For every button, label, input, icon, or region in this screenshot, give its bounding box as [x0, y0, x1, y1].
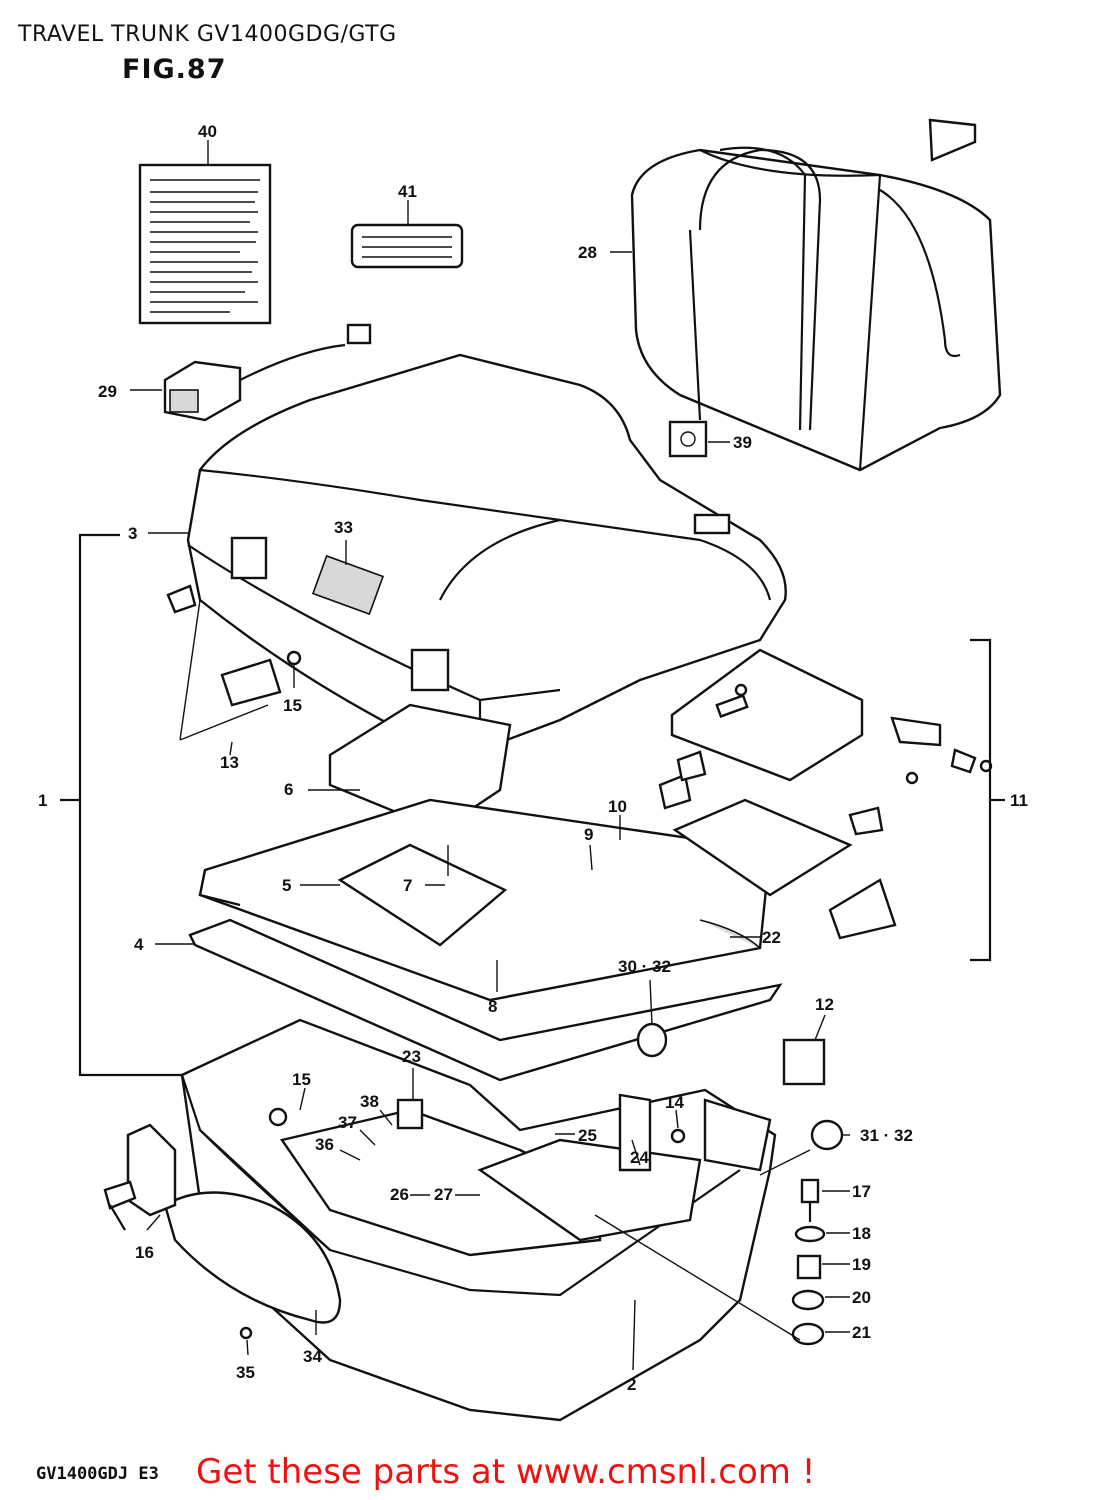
callout-16: 16 [135, 1243, 154, 1262]
callout-36: 36 [315, 1135, 334, 1154]
callout-7: 7 [403, 876, 412, 895]
fastener-stack-parts[interactable] [239, 1022, 844, 1346]
trunk-lid-part[interactable] [186, 353, 787, 752]
callout-25: 25 [578, 1126, 597, 1145]
callout-29: 29 [98, 382, 117, 401]
callout-40: 40 [198, 122, 217, 141]
inner-bag-part[interactable] [610, 118, 1002, 472]
callout-8: 8 [488, 997, 497, 1016]
callout-22: 22 [762, 928, 781, 947]
callout-31-32: 31 · 32 [860, 1126, 913, 1145]
callout-17: 17 [852, 1182, 871, 1201]
callout-28: 28 [578, 243, 597, 262]
inner-panel-parts[interactable] [188, 798, 853, 1082]
callout-6: 6 [284, 780, 293, 799]
callout-numbers: 40 41 28 29 39 3 33 15 13 6 1 11 9 10 5 … [38, 122, 1028, 1394]
callout-27: 27 [434, 1185, 453, 1204]
callout-35: 35 [236, 1363, 255, 1382]
callout-23: 23 [402, 1047, 421, 1066]
lock-part[interactable] [103, 1123, 177, 1231]
figure-label: FIG.87 [122, 54, 227, 85]
callout-37: 37 [338, 1113, 357, 1132]
callout-9: 9 [584, 825, 593, 844]
callout-41: 41 [398, 182, 417, 201]
callout-21: 21 [852, 1323, 871, 1342]
callout-2: 2 [627, 1375, 636, 1394]
callout-30-32: 30 · 32 [618, 957, 671, 976]
hinge-bracket-parts[interactable] [166, 584, 993, 964]
callout-15-bottom: 15 [292, 1070, 311, 1089]
callout-1: 1 [38, 791, 47, 810]
callout-5: 5 [282, 876, 291, 895]
callout-4: 4 [134, 935, 144, 954]
switch-part[interactable] [130, 323, 372, 422]
callout-11: 11 [1010, 791, 1028, 810]
callout-18: 18 [852, 1224, 871, 1243]
warning-label-part[interactable] [138, 140, 272, 325]
callout-26: 26 [390, 1185, 409, 1204]
callout-19: 19 [852, 1255, 871, 1274]
callout-3: 3 [128, 524, 137, 543]
callout-14: 14 [665, 1093, 684, 1112]
callout-34: 34 [303, 1347, 322, 1366]
page-title: TRAVEL TRUNK GV1400GDG/GTG [18, 22, 397, 47]
small-label-part[interactable] [350, 200, 464, 269]
callout-15-top: 15 [283, 696, 302, 715]
callout-33: 33 [334, 518, 353, 537]
callout-10: 10 [608, 797, 627, 816]
callout-39: 39 [733, 433, 752, 452]
callout-24: 24 [630, 1148, 649, 1167]
clip-part[interactable] [668, 420, 730, 458]
callout-38: 38 [360, 1092, 379, 1111]
leader-lines [146, 532, 850, 1371]
callout-12: 12 [815, 995, 834, 1014]
callout-20: 20 [852, 1288, 871, 1307]
model-code: GV1400GDJ E3 [36, 1464, 159, 1484]
callout-13: 13 [220, 753, 239, 772]
trunk-base-part[interactable] [163, 1018, 777, 1422]
promo-link-text[interactable]: Get these parts at www.cmsnl.com ! [196, 1452, 816, 1492]
grouping-brackets [60, 533, 1005, 1077]
